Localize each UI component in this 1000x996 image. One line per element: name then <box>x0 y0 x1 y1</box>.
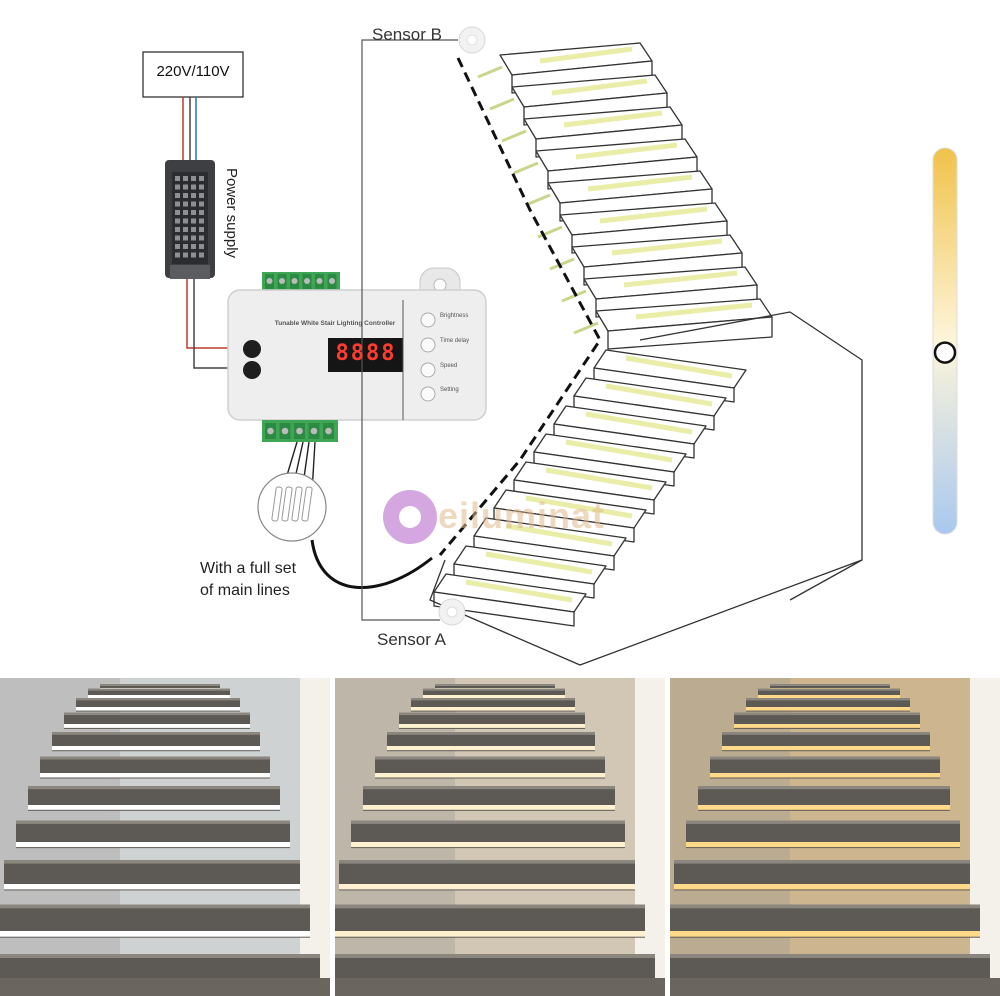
controller-display: 8888 <box>335 341 397 366</box>
knob-label-speed: Speed <box>440 363 458 369</box>
power-input-box <box>142 51 244 98</box>
sensor-a-label: Sensor A <box>377 630 446 649</box>
wire-tag-zoom <box>257 472 327 542</box>
photo-cool-white-stairs <box>0 678 330 996</box>
knob-label-brightness: Brightness <box>440 313 469 319</box>
color-temperature-slider <box>932 147 958 535</box>
knob-label-time-delay: Time delay <box>440 338 470 344</box>
staircase-illustration <box>429 42 863 666</box>
knob-label-setting: Setting <box>440 387 459 393</box>
main-cable <box>310 539 433 589</box>
watermark-logo <box>383 490 437 544</box>
watermark-text: eiluminat <box>438 495 606 536</box>
photo-neutral-white-stairs <box>335 678 665 996</box>
main-lines-caption-1: With a full set <box>200 560 297 577</box>
main-lines-caption-2: of main lines <box>200 582 290 599</box>
controller-title: Tunable White Stair Lighting Controller <box>274 320 396 327</box>
photo-warm-white-stairs <box>670 678 1000 996</box>
power-supply-unit <box>165 160 215 279</box>
sensor-b-label: Sensor B <box>372 25 442 44</box>
power-supply-label: Power supply <box>223 168 240 259</box>
power-input-label: 220V/110V <box>156 63 230 80</box>
stair-lighting-controller <box>227 267 487 442</box>
wiring-diagram <box>142 26 958 666</box>
slider-knob <box>933 341 957 364</box>
